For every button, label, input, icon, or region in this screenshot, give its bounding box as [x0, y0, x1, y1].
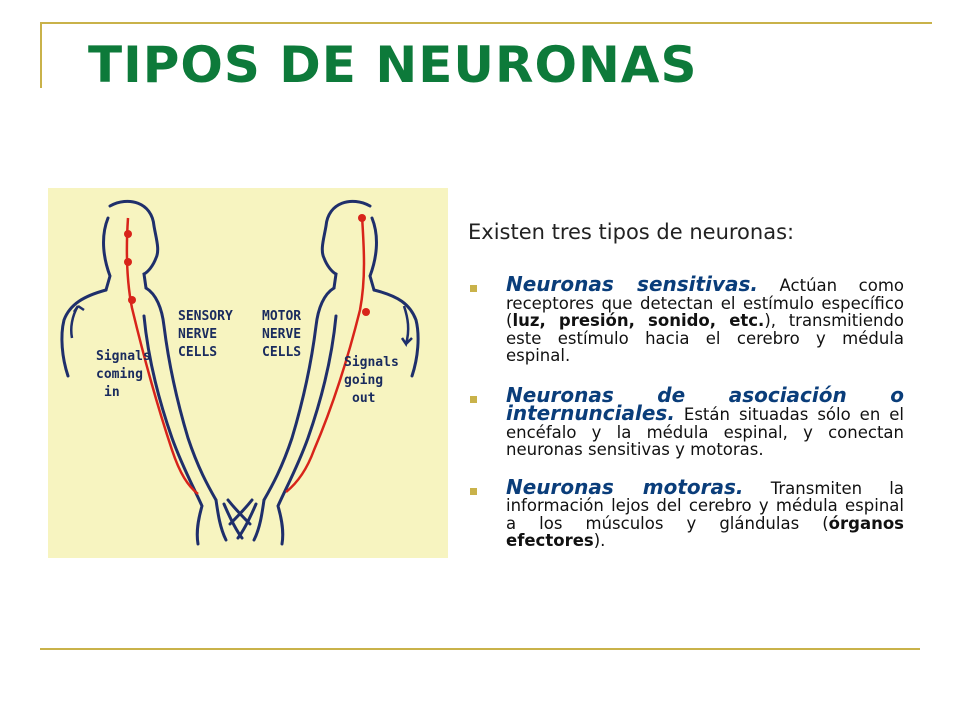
bullet-text: Neuronas de asociación o internunciales.… — [506, 385, 904, 459]
bullet-body: Transmiten la información lejos del cere… — [506, 478, 904, 533]
signals-in-line2: coming — [96, 367, 143, 382]
signals-out-line1: Signals — [344, 355, 399, 370]
bullet-bold: órganos efectores — [506, 513, 904, 550]
bullet-square-icon — [470, 395, 477, 403]
left-figure-outline — [60, 199, 252, 546]
nerve-cell-markers — [124, 214, 370, 316]
left-accent-rule — [40, 22, 42, 88]
bottom-rule — [40, 648, 920, 650]
motor-label-line2: NERVE — [262, 327, 301, 342]
list-item-sensitivas: Neuronas sensitivas. Actúan como recepto… — [470, 274, 904, 365]
list-item-asociacion: Neuronas de asociación o internunciales.… — [470, 385, 904, 459]
sensory-label-line2: NERVE — [178, 327, 217, 342]
bullet-body: Actúan como receptores que detectan el e… — [506, 276, 904, 330]
bullet-body-end: ). — [593, 531, 606, 550]
signals-out-line3: out — [352, 391, 375, 406]
bullet-bold: luz, presión, sonido, etc. — [512, 311, 765, 330]
bullet-square-icon — [470, 285, 477, 292]
sensory-label-line3: CELLS — [178, 345, 217, 360]
motor-label-line1: MOTOR — [262, 309, 301, 324]
neuron-types-list: Neuronas sensitivas. Actúan como recepto… — [470, 274, 904, 570]
intro-text: Existen tres tipos de neuronas: — [468, 220, 795, 244]
motor-label-line3: CELLS — [262, 345, 301, 360]
signals-in-arrow — [70, 304, 85, 339]
right-figure-outline — [228, 199, 420, 546]
body-figures-drawing: SENSORY NERVE CELLS MOTOR NERVE CELLS Si… — [60, 199, 420, 546]
sensory-label-line1: SENSORY — [178, 309, 233, 324]
signals-in-line1: Signals — [96, 349, 151, 364]
list-item-motoras: Neuronas motoras. Transmiten la informac… — [470, 477, 904, 550]
motor-nerve-path — [285, 215, 366, 493]
top-rule — [40, 22, 932, 24]
bullet-square-icon — [470, 487, 477, 495]
bullet-lead: Neuronas de asociación o internunciales. — [506, 382, 904, 425]
signals-in-line3: in — [104, 385, 120, 400]
bullet-body: Están situadas sólo en el encéfalo y la … — [506, 405, 904, 459]
bullet-body-end: ), transmitiendo este estímulo hacia el … — [506, 311, 904, 365]
bullet-text: Neuronas motoras. Transmiten la informac… — [506, 477, 904, 550]
bullet-lead: Neuronas motoras. — [506, 474, 744, 499]
signals-out-arrow — [400, 305, 413, 347]
signals-out-line2: going — [344, 373, 383, 388]
bullet-lead: Neuronas sensitivas. — [506, 272, 758, 296]
bullet-text: Neuronas sensitivas. Actúan como recepto… — [506, 274, 904, 365]
slide-title: TIPOS DE NEURONAS — [88, 36, 698, 94]
neuron-illustration: SENSORY NERVE CELLS MOTOR NERVE CELLS Si… — [48, 188, 448, 558]
